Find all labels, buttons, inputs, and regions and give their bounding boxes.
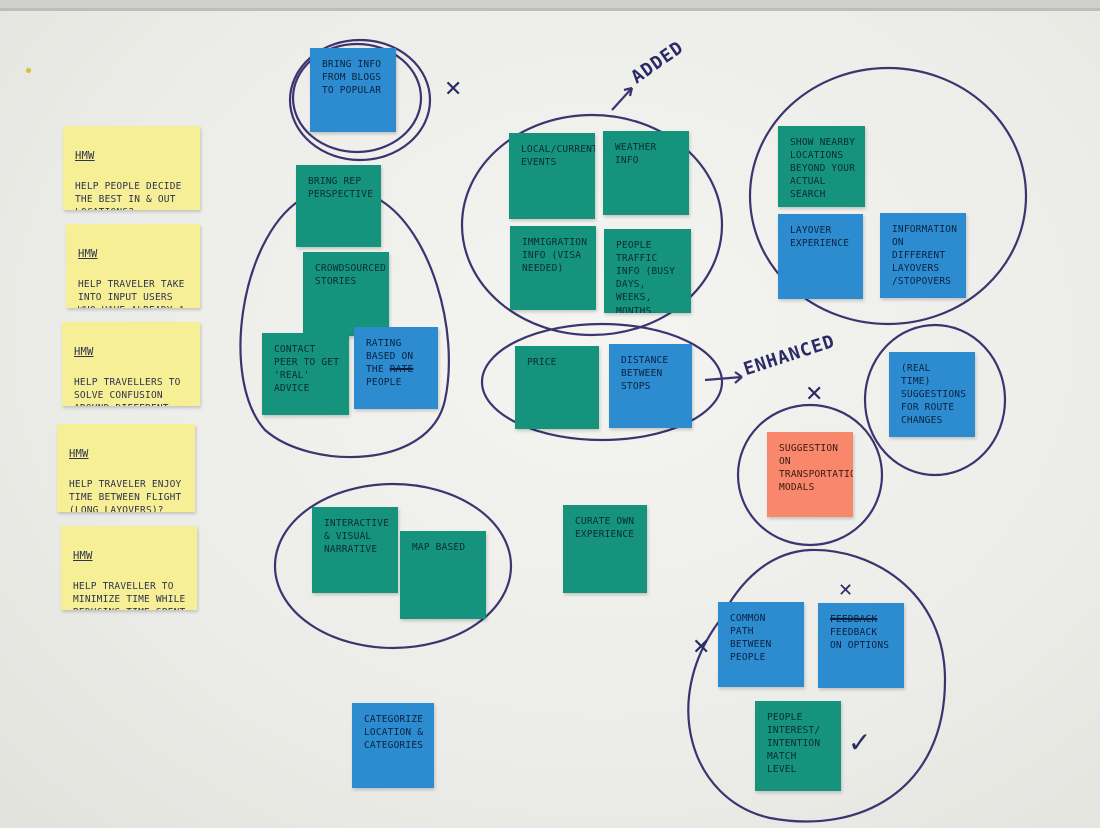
x-mark-icon: ✕ <box>805 382 824 407</box>
note-curate: Curate own experience <box>563 505 647 593</box>
hmw-text: Help traveller to minimize time while re… <box>73 580 186 610</box>
note-feedback: feedback Feedback on options <box>818 603 904 688</box>
hmw-label: HMW <box>75 150 95 163</box>
note-suggestion-transport: Suggestion on transportation modals <box>767 432 853 517</box>
feedback-struck-text: feedback <box>830 614 878 625</box>
hmw-label: HMW <box>69 448 89 461</box>
hmw-text: Help travellers to solve confusion aroun… <box>74 376 181 406</box>
note-categorize: Categorize location & categories <box>352 703 434 788</box>
note-layover-experience: Layover experience <box>778 214 863 299</box>
x-mark-icon: ✕ <box>838 580 854 601</box>
rating-struck-text: rate <box>389 364 414 376</box>
note-info-layovers: Information on different layovers /stopo… <box>880 213 966 298</box>
hmw-text: Help traveler take into input users who … <box>78 278 185 308</box>
hmw-label: HMW <box>73 550 93 563</box>
rating-text: Rating based on the <box>366 338 414 376</box>
note-bring-info: Bring info from blogs to popular <box>310 48 396 132</box>
hmw-text: Help traveler enjoy time between flight … <box>69 478 182 512</box>
hmw-note-5: HMW Help traveller to minimize time whil… <box>61 526 197 610</box>
note-rating: Rating based on the rate people <box>354 327 438 409</box>
hmw-text: Help people decide the best in & out loc… <box>75 180 182 210</box>
note-people-interest: People interest/ intention match level <box>755 701 841 791</box>
note-immigration: Immigration info (visa needed) <box>510 226 596 310</box>
hmw-note-4: HMW Help traveler enjoy time between fli… <box>57 424 195 512</box>
rating-suffix-text: people <box>366 377 402 389</box>
note-price: Price <box>515 346 599 429</box>
hmw-note-3: HMW Help travellers to solve confusion a… <box>62 322 200 406</box>
hmw-note-2: HMW Help traveler take into input users … <box>66 224 200 308</box>
x-mark-icon: ✕ <box>692 635 711 660</box>
note-weather: Weather info <box>603 131 689 215</box>
note-local-events: Local/current events <box>509 133 595 219</box>
magnet <box>26 68 31 73</box>
hmw-label: HMW <box>74 346 94 359</box>
note-real-time: (Real time) suggestions for route change… <box>889 352 975 437</box>
hmw-label: HMW <box>78 248 98 261</box>
hmw-note-1: HMW Help people decide the best in & out… <box>63 126 200 210</box>
note-people-traffic: People traffic info (busy days, weeks, m… <box>604 229 691 313</box>
x-mark-icon: ✕ <box>444 77 463 102</box>
note-show-nearby: Show nearby locations beyond your actual… <box>778 126 865 207</box>
note-distance: Distance between stops <box>609 344 692 428</box>
note-bring-rep: Bring rep perspective <box>296 165 381 247</box>
feedback-text: Feedback on options <box>830 627 890 652</box>
note-map-based: Map based <box>400 531 486 619</box>
note-interactive: Interactive & visual narrative <box>312 507 398 593</box>
note-contact-peer: Contact peer to get 'real' advice <box>262 333 349 415</box>
check-mark-icon: ✓ <box>848 726 872 759</box>
note-common-path: Common path between people <box>718 602 804 687</box>
note-crowdsourced: Crowdsourced stories <box>303 252 389 336</box>
